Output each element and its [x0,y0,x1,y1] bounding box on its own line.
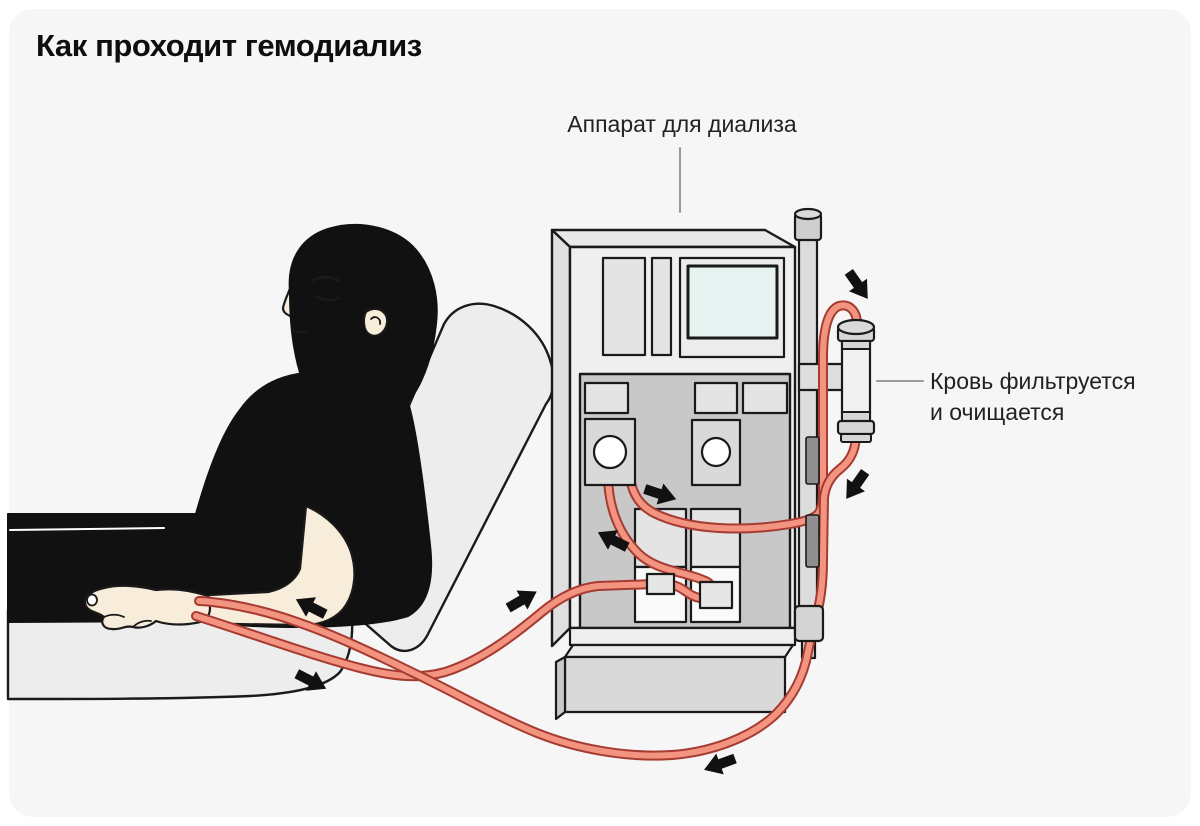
pole-sleeve [793,604,825,643]
machine-label: Аппарат для диализа [567,111,797,137]
hand-finger-line-2 [132,619,152,628]
machine-base-top [563,643,795,659]
machine-base-side [554,655,567,721]
patient-mouth [290,328,308,334]
pants-seam-line [9,527,165,531]
panel-button-right-2[interactable] [741,381,789,415]
flow-arrow-return-to-arm [295,597,328,619]
flow-arrow-filter-outlet [846,469,870,499]
flow-arrows [294,269,870,775]
filter-label-line2: и очищается [930,399,1065,425]
patient-ear [363,308,389,337]
dialyzer-bottom-cap [836,411,876,443]
machine-step [568,626,797,647]
panel-button-right-1[interactable] [693,381,739,415]
pole-clamp-lower [805,514,820,568]
upper-panel-slot-1 [601,256,647,357]
monitor-screen[interactable] [686,264,779,340]
dialyzer-top-cap [836,318,876,350]
tube-connector-box-right [698,580,734,610]
patient [7,223,438,631]
hand-finger-line-1 [103,613,125,618]
machine-side-face [550,228,572,648]
iv-pole-cap-top [793,207,823,221]
patient-ring [86,593,98,607]
page-title: Как проходит гемодиализ [36,28,422,63]
annotation-leaders [679,147,924,382]
dialyzer-filter-body [840,340,872,421]
pump-rotor-right [700,436,732,468]
panel-button-left[interactable] [583,381,630,415]
machine-base-front [563,655,787,714]
machine-top-face [550,228,797,249]
flow-arrow-to-machine [505,590,537,613]
pump-module-right [690,418,742,487]
tube-pump-to-filter [625,300,862,534]
flow-arrow-into-filter [844,269,868,299]
tube-filter-to-arm [194,429,861,761]
patient-closed-eye [314,294,340,302]
tube-connector-box-left [645,572,676,596]
machine-overlays [583,318,876,643]
pump-rotor-left [592,434,628,470]
upper-panel-slot-2 [650,256,673,357]
filter-label: Кровь фильтруется и очищается [930,366,1136,428]
dialysis-machine [550,207,872,721]
pole-clamp-upper [805,436,820,485]
patient-hand [83,584,212,631]
patient-eyebrow [311,275,341,283]
filter-label-line1: Кровь фильтруется [930,368,1136,394]
tube-arm-to-machine [191,579,660,682]
flow-arrow-under-machine [704,753,737,775]
flow-arrow-to-pump [597,530,630,552]
flow-arrow-from-arm [294,669,327,691]
patient-ear-inner [370,316,381,325]
patient-body [7,369,433,628]
patient-hair-wisp [336,288,365,368]
flow-arrow-pump-to-filter [643,483,677,505]
